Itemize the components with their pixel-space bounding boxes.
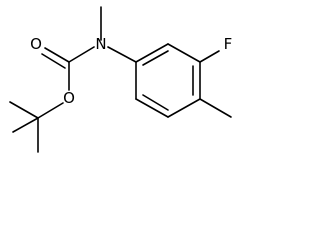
bond-n-ring [107,46,137,63]
bond-ring-fluorine [199,50,220,63]
chemical-structure: N O O F [9,6,233,153]
ring-bond-5 [135,98,169,118]
ring-bond-1 [135,43,169,63]
bond-n-carbonyl [68,46,95,63]
bond-carbonyl-double-b [41,53,66,69]
bond-carbonyl-double-a [44,47,70,63]
bond-ester-tbutyl [37,102,64,119]
atom-label-fluorine: F [224,35,233,53]
atom-label-nitrogen: N [95,35,106,53]
bond-ring-methyl [199,98,232,118]
atom-label-carbonyl-oxygen: O [30,35,42,53]
ring-bond-4 [167,98,201,118]
bond-tbutyl-methyl-3 [12,117,39,133]
ring-inner-bond-bottom [142,94,169,111]
ring-bond-2 [167,43,201,63]
bond-tbutyl-methyl-2 [9,101,39,119]
ring-inner-bond-top [142,50,169,66]
atom-label-ester-oxygen: O [63,89,75,107]
